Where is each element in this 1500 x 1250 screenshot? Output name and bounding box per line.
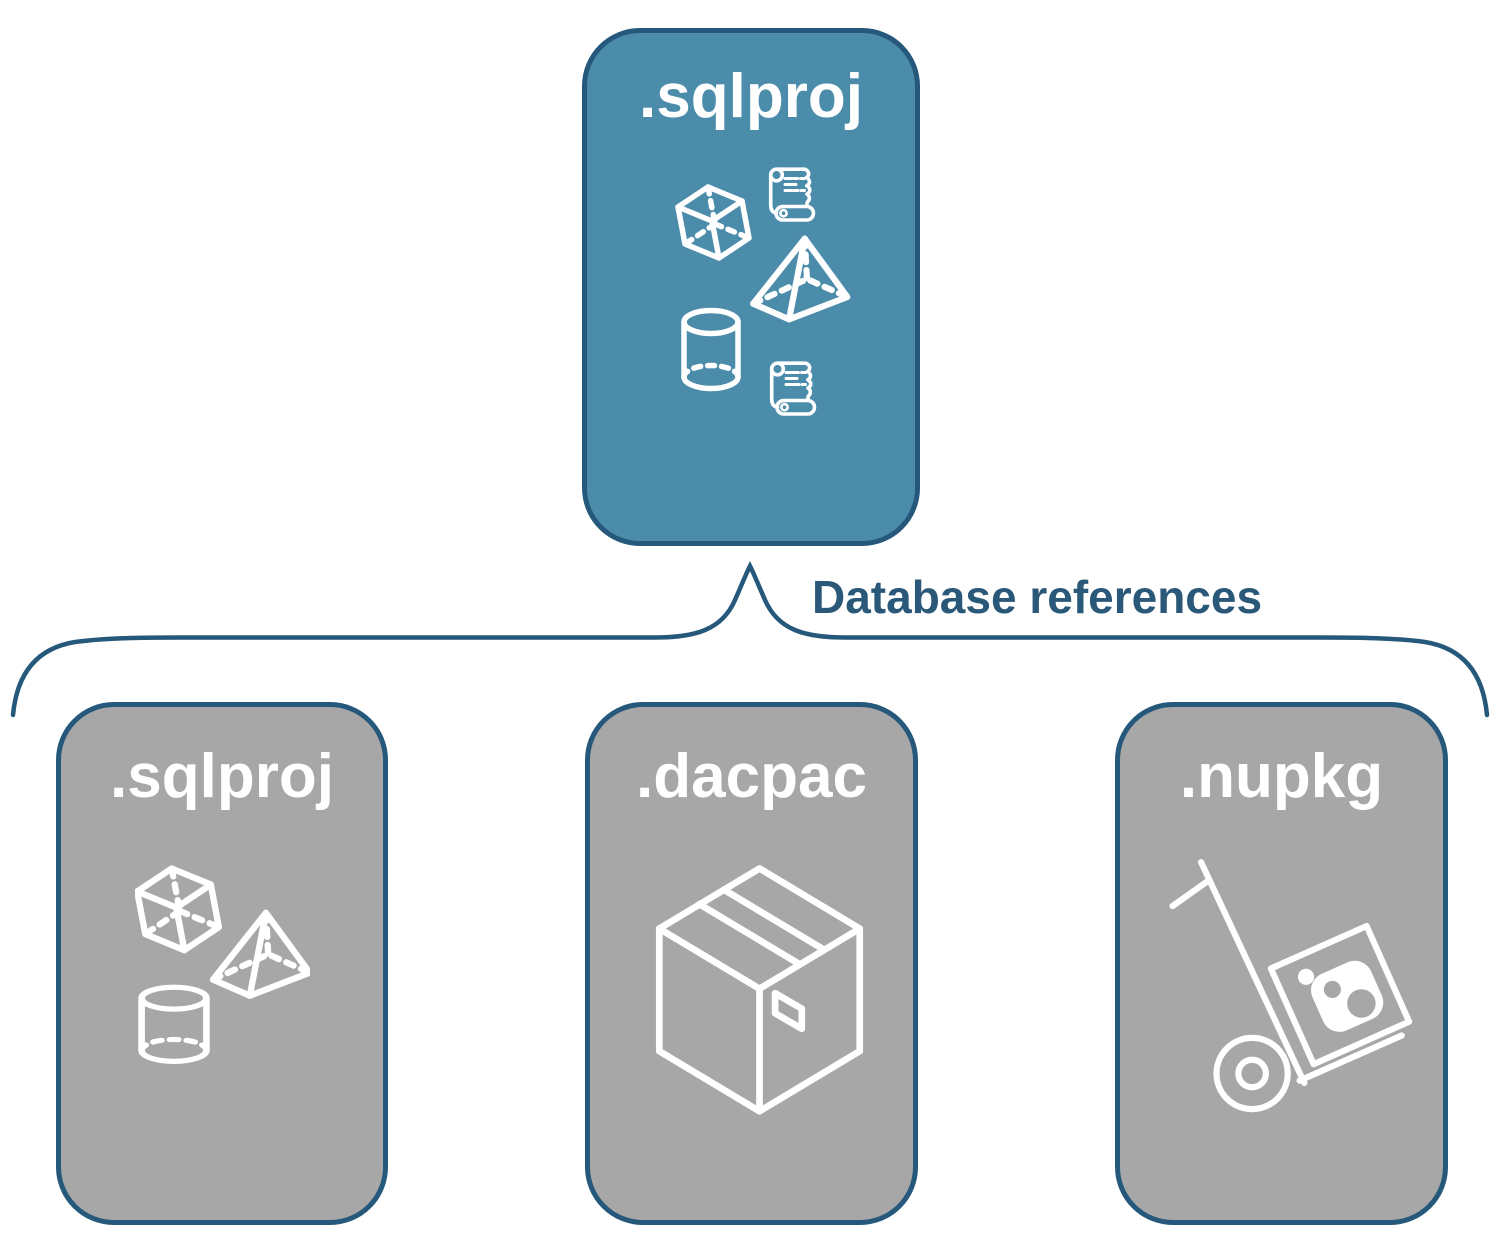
child-node-title: .dacpac bbox=[636, 742, 867, 811]
cube-icon bbox=[678, 187, 749, 258]
pyramid-icon bbox=[213, 913, 310, 996]
package-box-icon bbox=[637, 844, 882, 1129]
nuget-handtruck-icon bbox=[1160, 855, 1425, 1140]
root-node-sqlproj: .sqlproj bbox=[582, 28, 920, 546]
connector-label: Database references bbox=[812, 571, 1263, 623]
pyramid-icon bbox=[753, 239, 847, 320]
sql-objects-icons bbox=[135, 865, 310, 1065]
cylinder-icon bbox=[142, 987, 207, 1061]
child-node-dacpac: .dacpac bbox=[585, 702, 918, 1225]
child-node-title: .sqlproj bbox=[110, 742, 334, 811]
brace-connector bbox=[10, 560, 1490, 718]
child-node-title: .nupkg bbox=[1179, 742, 1384, 811]
child-node-nupkg: .nupkg bbox=[1115, 702, 1448, 1225]
root-node-title: .sqlproj bbox=[639, 62, 863, 131]
scroll-icon bbox=[768, 167, 816, 222]
sql-objects-icons bbox=[660, 167, 860, 416]
cube-icon bbox=[137, 869, 219, 951]
scroll-icon bbox=[769, 361, 817, 416]
cylinder-icon bbox=[684, 311, 738, 389]
child-node-sqlproj: .sqlproj bbox=[56, 702, 388, 1225]
